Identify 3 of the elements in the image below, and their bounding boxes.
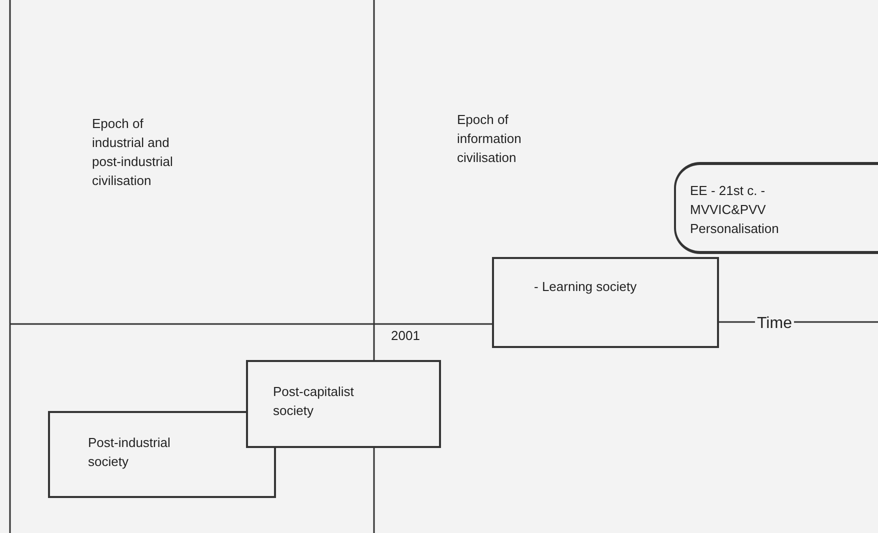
society-box: - Learning society [492,257,719,348]
rounded-box: EE - 21st c. - MVVIC&PVV Personalisation [674,162,878,254]
society-box: Post-capitalist society [246,360,441,448]
